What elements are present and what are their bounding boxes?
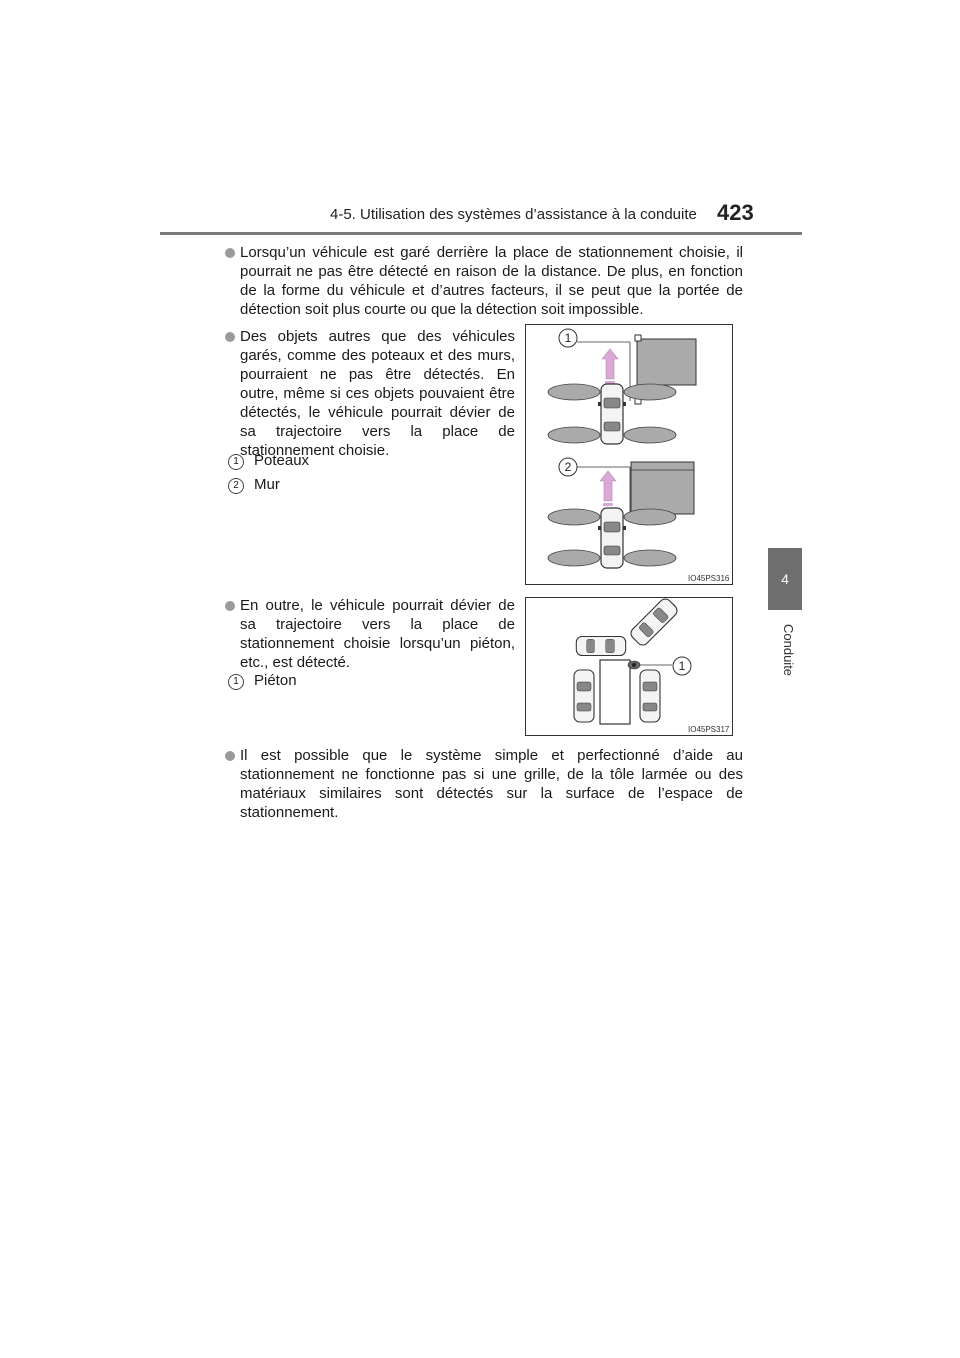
bullet-text: En outre, le véhicule pourrait dévier de… [240, 597, 515, 671]
bullet-text: Il est possible que le système simple et… [240, 747, 743, 821]
bullet-item: Lorsqu’un véhicule est garé derrière la … [225, 243, 743, 319]
section-title: 4-5. Utilisation des systèmes d’assistan… [330, 206, 697, 223]
svg-text:1: 1 [679, 659, 686, 673]
svg-text:1: 1 [565, 331, 572, 345]
bullet-item: En outre, le véhicule pourrait dévier de… [225, 596, 515, 672]
legend-label: Piéton [254, 672, 297, 689]
legend-item: 1 Poteaux [228, 451, 309, 470]
bullet-item: Il est possible que le système simple et… [225, 746, 743, 822]
bullet-icon [225, 751, 235, 761]
legend-label: Mur [254, 476, 280, 493]
figure-illustration: 1 [573, 598, 692, 725]
chapter-tab: 4 [768, 548, 802, 610]
callout-number: 1 [228, 454, 244, 470]
legend-item: 2 Mur [228, 475, 280, 494]
figure-pedestrian: 1 IO45PS317 [525, 597, 733, 736]
bullet-icon [225, 601, 235, 611]
page-number: 423 [717, 200, 754, 225]
svg-text:2: 2 [565, 460, 572, 474]
figure-illustration: 1 2 [547, 328, 697, 569]
bullet-icon [225, 332, 235, 342]
figure-poles-wall: 1 2 IO45PS316 [525, 324, 733, 585]
bullet-icon [225, 248, 235, 258]
bullet-text: Des objets autres que des véhicules garé… [240, 328, 515, 459]
chapter-tab-label: Conduite [781, 623, 796, 677]
callout-number: 1 [228, 674, 244, 690]
bullet-item: Des objets autres que des véhicules garé… [225, 327, 515, 460]
header-divider [160, 232, 802, 235]
legend-label: Poteaux [254, 452, 310, 469]
bullet-text: Lorsqu’un véhicule est garé derrière la … [240, 244, 743, 318]
figure-id: IO45PS317 [688, 725, 730, 734]
callout-number: 2 [228, 478, 244, 494]
legend-item: 1 Piéton [228, 671, 297, 690]
figure-id: IO45PS316 [688, 574, 730, 583]
